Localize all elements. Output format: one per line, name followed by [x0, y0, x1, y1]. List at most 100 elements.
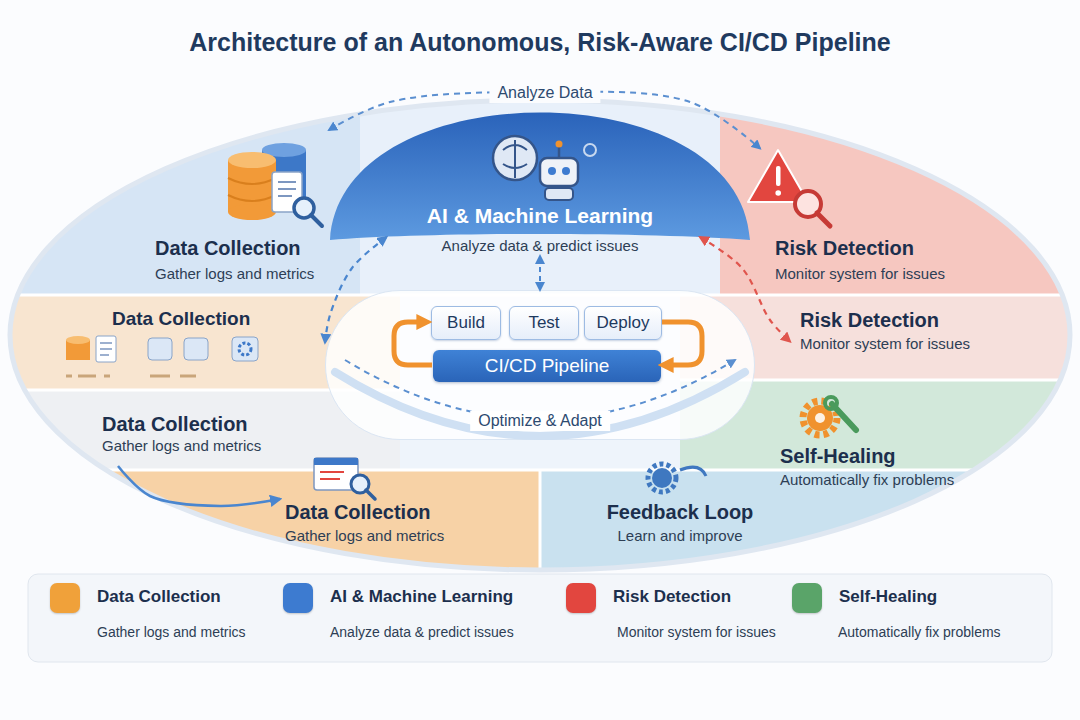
legend-swatch — [792, 583, 822, 613]
gear-icon — [584, 144, 596, 156]
module-icon — [184, 338, 208, 360]
gear-body — [652, 468, 672, 488]
legend-swatch — [50, 583, 80, 613]
warning-icon — [748, 150, 830, 226]
robot-antenna — [558, 146, 561, 158]
legend-item: Data Collection — [50, 582, 280, 614]
node-heading: Deploy — [585, 313, 661, 333]
robot-eye — [548, 167, 556, 175]
exclamation-dot — [775, 190, 781, 196]
stage-box: Build — [431, 306, 501, 340]
flow-arrow — [325, 237, 386, 342]
brain-lines — [503, 140, 527, 178]
component-region: Risk DetectionMonitor system for issues — [790, 308, 1030, 364]
node-heading: Data Collection — [102, 412, 325, 436]
legend-swatch — [566, 583, 596, 613]
node-description: Monitor system for issues — [775, 264, 990, 284]
legend-label: Self-Healing — [839, 586, 937, 608]
region-band — [0, 470, 540, 580]
component-region: Feedback LoopLearn and improve — [575, 462, 785, 546]
node-description: Gather logs and metrics — [102, 436, 325, 456]
robot-head — [540, 158, 578, 186]
region-bands — [0, 90, 1080, 580]
ai-robot-icon — [493, 136, 596, 200]
node-heading: Self-Healing — [780, 444, 1020, 468]
node-heading: Test — [510, 313, 578, 333]
legend-label: AI & Machine Learning — [330, 586, 513, 608]
node-description: Gather logs and metrics — [285, 526, 500, 546]
report-icon — [314, 458, 375, 499]
data-ticks — [66, 375, 196, 378]
feedback-icon — [648, 464, 706, 492]
stage-box: Test — [509, 306, 579, 340]
legend-item: Risk Detection — [566, 582, 796, 614]
region-band — [0, 90, 360, 295]
pipeline-box: CI/CD Pipeline Build Test Deploy — [325, 290, 755, 440]
cylinder-top — [66, 336, 90, 344]
legend-description: Monitor system for issues — [617, 622, 776, 642]
stage-box: Deploy — [584, 306, 662, 340]
component-region: Data CollectionGather logs and metrics — [95, 412, 325, 466]
node-description: Monitor system for issues — [800, 334, 1030, 354]
brain-icon — [493, 136, 537, 180]
component-region: Data Collection — [100, 306, 320, 364]
wrench-head — [825, 397, 837, 409]
module-icon — [148, 338, 172, 360]
node-description: Learn and improve — [575, 526, 785, 546]
node-heading: AI & Machine Learning — [380, 204, 700, 228]
legend-description: Gather logs and metrics — [97, 622, 246, 642]
legend-item: Self-Healing — [792, 582, 1022, 614]
node-heading: CI/CD Pipeline — [433, 350, 661, 382]
gear-teeth — [648, 464, 676, 492]
flow-arrow — [329, 92, 760, 149]
legend-label: Data Collection — [97, 586, 221, 608]
robot-antenna-tip — [556, 141, 563, 148]
region-band — [720, 90, 1080, 295]
legend-item: AI & Machine Learning — [283, 582, 513, 614]
component-region: Data CollectionGather logs and metrics — [280, 452, 500, 546]
cylinder-top — [228, 152, 276, 168]
gear-icon — [239, 343, 251, 355]
data-source-icons — [66, 336, 258, 376]
node-heading: Risk Detection — [775, 236, 990, 260]
legend-description: Automatically fix problems — [838, 622, 1001, 642]
robot-eye — [562, 167, 570, 175]
node-heading: Data Collection — [285, 500, 500, 524]
magnifier-handle — [311, 215, 322, 226]
legend-label: Risk Detection — [613, 586, 731, 608]
legend-swatch — [283, 583, 313, 613]
document-icon — [96, 336, 116, 362]
optimize-loop — [345, 360, 735, 419]
database-icon — [228, 143, 322, 226]
document-lines — [278, 182, 296, 196]
connectors — [118, 92, 790, 506]
robot-body — [545, 188, 573, 200]
loop-label: Optimize & Adapt — [470, 411, 610, 431]
cycle-arrow — [680, 467, 706, 476]
node-heading: Feedback Loop — [575, 500, 785, 524]
component-region: Data CollectionGather logs and metrics — [120, 130, 340, 284]
component-region: Risk DetectionMonitor system for issues — [760, 130, 990, 284]
node-heading: Build — [432, 313, 500, 333]
cylinder-bottom — [228, 204, 276, 220]
pipeline-return-arrow — [662, 322, 702, 365]
magnifier-handle — [366, 490, 375, 499]
diagram-title: Architecture of an Autonomous, Risk-Awar… — [0, 26, 1080, 58]
self-healing-icon — [803, 397, 856, 435]
band-separator — [539, 470, 542, 580]
component-region: AI & Machine LearningAnalyze data & pred… — [380, 130, 700, 256]
legend-panel — [28, 574, 1052, 662]
pipeline-loop — [335, 322, 745, 436]
component-region: Self-HealingAutomatically fix problems — [770, 395, 1020, 490]
flow-arrow — [118, 466, 280, 506]
pipeline-return-arrow — [394, 322, 432, 365]
outer-ring — [10, 100, 1070, 570]
exclamation-bar — [776, 166, 781, 186]
document-lines — [320, 472, 344, 479]
node-heading: Data Collection — [112, 306, 320, 332]
module-icon — [232, 337, 258, 361]
